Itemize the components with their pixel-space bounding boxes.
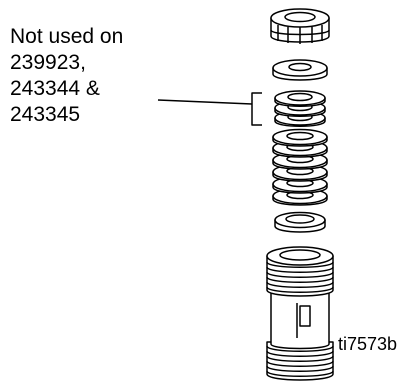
- packing-nut: [270, 8, 330, 44]
- v-packing-set-small: [274, 90, 326, 127]
- callout-line-2: 239923,: [10, 51, 86, 74]
- callout-line-4: 243345: [10, 103, 81, 126]
- callout-note: Not used on 239923, 243344 & 243345: [10, 24, 123, 128]
- male-gland: [272, 59, 328, 81]
- v-packing-stack: [272, 128, 328, 206]
- figure-id-label: ti7573b: [338, 334, 398, 354]
- callout-line-1: Not used on: [10, 25, 124, 48]
- cylinder-body: [266, 246, 334, 381]
- callout-line-3: 243344 &: [10, 77, 100, 100]
- female-gland: [274, 211, 326, 233]
- callout-leader: [157, 92, 262, 126]
